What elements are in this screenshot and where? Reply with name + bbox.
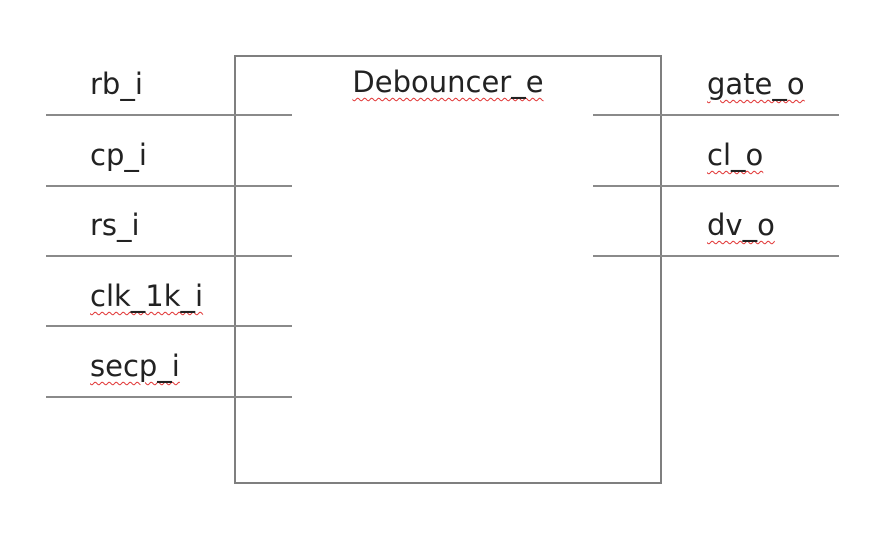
output-port-line: [593, 185, 839, 187]
input-port-line: [46, 185, 292, 187]
output-port-dv-o: dv_o: [707, 211, 775, 240]
input-port-line: [46, 396, 292, 398]
input-port-line: [46, 114, 292, 116]
entity-box: [234, 55, 662, 484]
input-port-secp-i: secp_i: [90, 352, 180, 381]
output-port-cl-o: cl_o: [707, 141, 763, 170]
output-port-gate-o: gate_o: [707, 70, 805, 99]
output-port-label: dv_o: [707, 208, 775, 242]
input-port-line: [46, 325, 292, 327]
input-port-rb-i: rb_i: [90, 70, 143, 99]
input-port-label: secp_i: [90, 349, 180, 383]
input-port-label: clk_1k_i: [90, 279, 204, 313]
output-port-line: [593, 114, 839, 116]
input-port-cp-i: cp_i: [90, 141, 147, 170]
input-port-line: [46, 255, 292, 257]
input-port-label: rb_i: [90, 67, 143, 101]
input-port-label: cp_i: [90, 138, 147, 172]
output-port-label: gate_o: [707, 67, 805, 101]
output-port-line: [593, 255, 839, 257]
output-port-label: cl_o: [707, 138, 764, 172]
input-port-label: rs_i: [90, 208, 140, 242]
entity-name: Debouncer_e: [234, 68, 662, 97]
entity-name-text: Debouncer_e: [352, 65, 544, 99]
input-port-clk-1k-i: clk_1k_i: [90, 282, 203, 311]
input-port-rs-i: rs_i: [90, 211, 140, 240]
